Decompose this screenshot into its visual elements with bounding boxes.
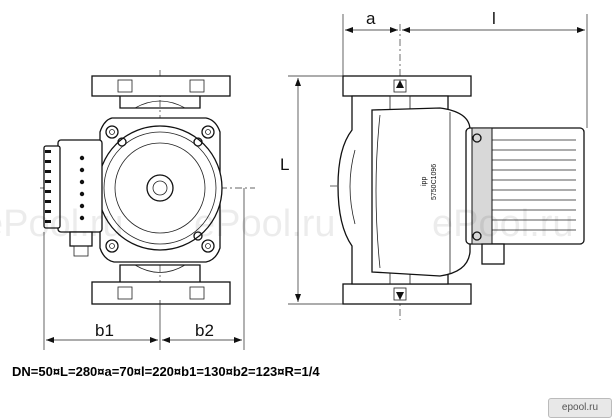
dim-label-b1: b1 xyxy=(95,321,114,340)
side-bottom-flange xyxy=(342,283,472,305)
motor-cooling-fins xyxy=(465,127,585,245)
dim-label-a: a xyxy=(366,9,376,28)
top-flange xyxy=(91,75,231,97)
shaft-cap xyxy=(146,174,174,202)
bottom-flange xyxy=(91,281,231,305)
dim-label-L: L xyxy=(280,155,289,174)
side-view: 5750C1096 ipp a l L xyxy=(280,9,588,320)
side-cable-gland xyxy=(481,243,505,265)
watermark-1: ePool.ru xyxy=(0,203,124,245)
dim-label-l: l xyxy=(492,9,496,28)
motor-serial-label: 5750C1096 xyxy=(431,164,438,200)
watermark-2: ePool.ru xyxy=(194,203,336,245)
brand-mark: ipp xyxy=(421,177,428,186)
front-view: b1 b2 xyxy=(40,70,255,350)
side-top-flange xyxy=(342,75,472,97)
spec-line: DN=50¤L=280¤a=70¤l=220¤b1=130¤b2=123¤R=1… xyxy=(12,364,320,379)
watermark-3: ePool.ru xyxy=(432,203,574,245)
dim-label-b2: b2 xyxy=(195,321,214,340)
watermark-group: ePool.ru ePool.ru ePool.ru xyxy=(0,203,574,245)
motor-housing xyxy=(371,107,471,277)
site-logo: epool.ru xyxy=(548,398,612,418)
